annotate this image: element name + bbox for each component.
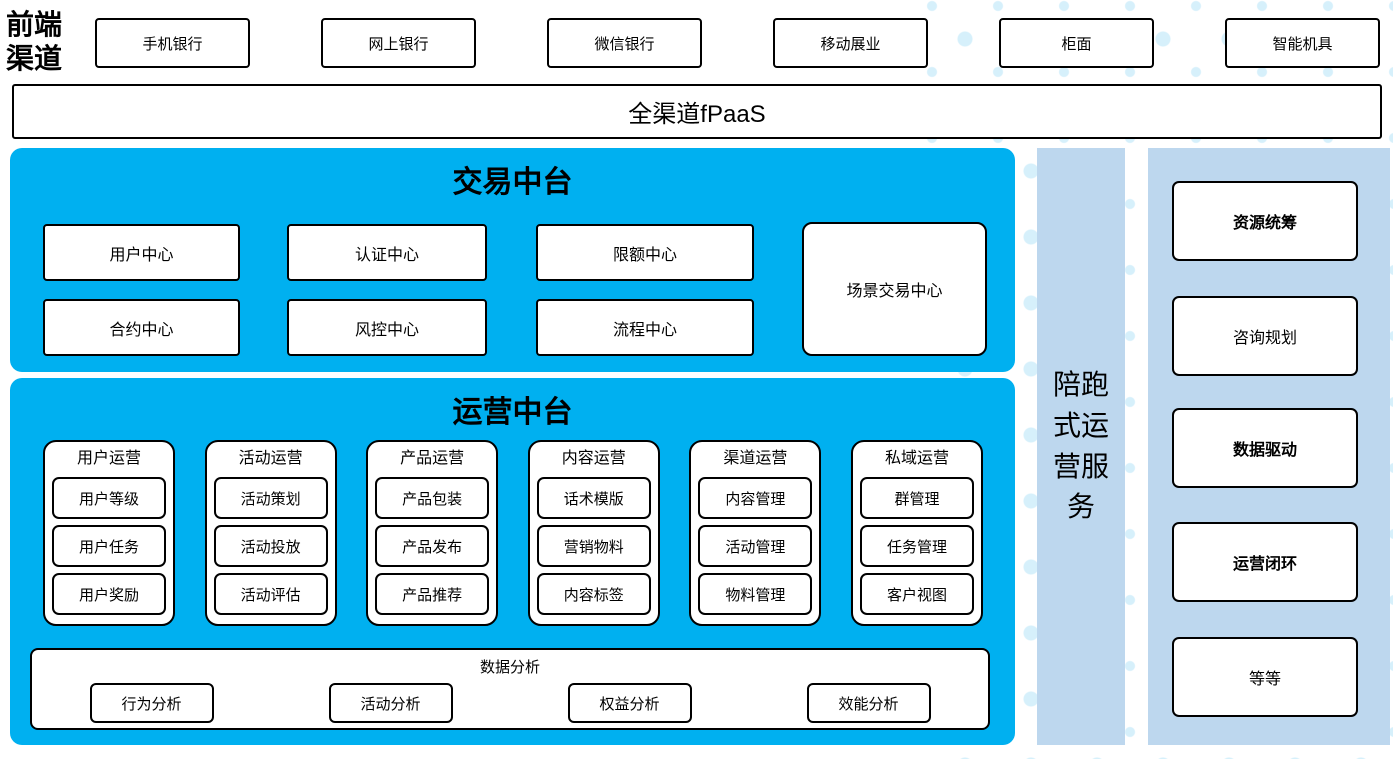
channel-box-online-banking: 网上银行 (321, 18, 476, 68)
analysis-box-behavior: 行为分析 (89, 683, 214, 723)
ops-column-content: 内容运营 话术模版 营销物料 内容标签 (527, 440, 660, 626)
ops-column-title: 产品运营 (400, 450, 465, 467)
ops-item-box: 用户奖励 (52, 573, 166, 615)
ops-item-box: 物料管理 (698, 573, 813, 615)
data-analysis-row: 行为分析 活动分析 权益分析 效能分析 (32, 683, 988, 723)
ops-column-title: 用户运营 (76, 450, 141, 467)
ops-item-box: 活动策划 (213, 477, 328, 519)
ops-item-box: 产品包装 (375, 477, 490, 519)
ops-item-box: 用户等级 (52, 477, 166, 519)
trade-cell-auth-center: 认证中心 (287, 224, 487, 281)
ops-platform-title: 运营中台 (452, 395, 573, 430)
trade-cell-risk-center: 风控中心 (287, 299, 487, 356)
ops-column-channel: 渠道运营 内容管理 活动管理 物料管理 (689, 440, 822, 626)
ops-column-title: 内容运营 (561, 450, 626, 467)
trade-cell-limit-center: 限额中心 (536, 224, 754, 281)
ops-item-box: 群管理 (859, 477, 974, 519)
channel-box-mobile-marketing: 移动展业 (773, 18, 928, 68)
ops-item-box: 产品发布 (375, 525, 490, 567)
ops-column-title: 活动运营 (238, 450, 303, 467)
service-box-ops-closed-loop: 运营闭环 (1172, 522, 1358, 602)
front-channels-row: 手机银行 网上银行 微信银行 移动展业 柜面 智能机具 (95, 18, 1380, 68)
right-service-panel: 资源统筹 咨询规划 数据驱动 运营闭环 等等 (1148, 148, 1390, 745)
channel-box-counter: 柜面 (999, 18, 1154, 68)
analysis-box-benefit: 权益分析 (567, 683, 692, 723)
ops-item-box: 营销物料 (536, 525, 651, 567)
analysis-box-activity: 活动分析 (328, 683, 453, 723)
data-analysis-panel: 数据分析 行为分析 活动分析 权益分析 效能分析 (30, 648, 990, 730)
trade-platform-panel: 交易中台 用户中心 认证中心 限额中心 合约中心 风控中心 流程中心 场景交易中… (10, 148, 1015, 372)
omni-channel-fpaas-bar: 全渠道fPaaS (12, 84, 1382, 139)
analysis-box-efficiency: 效能分析 (806, 683, 931, 723)
ops-item-box: 产品推荐 (375, 573, 490, 615)
front-channels-label: 前端渠道 (6, 8, 63, 75)
channel-box-mobile-banking: 手机银行 (95, 18, 250, 68)
trade-cell-contract-center: 合约中心 (43, 299, 240, 356)
ops-column-title: 渠道运营 (723, 450, 788, 467)
ops-item-box: 活动管理 (698, 525, 813, 567)
accompany-service-label: 陪跑式运营服务 (1052, 369, 1109, 523)
ops-item-box: 客户视图 (859, 573, 974, 615)
ops-column-title: 私域运营 (884, 450, 949, 467)
ops-item-box: 内容管理 (698, 477, 813, 519)
trade-cell-process-center: 流程中心 (536, 299, 754, 356)
ops-column-private-domain: 私域运营 群管理 任务管理 客户视图 (850, 440, 983, 626)
service-box-resource-planning: 资源统筹 (1172, 181, 1358, 261)
trade-cell-user-center: 用户中心 (43, 224, 240, 281)
ops-columns-row: 用户运营 用户等级 用户任务 用户奖励 活动运营 活动策划 活动投放 活动评估 … (43, 440, 983, 626)
channel-box-wechat-banking: 微信银行 (547, 18, 702, 68)
ops-item-box: 话术模版 (536, 477, 651, 519)
ops-item-box: 内容标签 (536, 573, 651, 615)
data-analysis-title: 数据分析 (479, 659, 540, 676)
ops-platform-panel: 运营中台 用户运营 用户等级 用户任务 用户奖励 活动运营 活动策划 活动投放 … (10, 378, 1015, 745)
ops-column-user: 用户运营 用户等级 用户任务 用户奖励 (43, 440, 175, 626)
ops-item-box: 活动投放 (213, 525, 328, 567)
ops-column-product: 产品运营 产品包装 产品发布 产品推荐 (366, 440, 499, 626)
service-box-data-driven: 数据驱动 (1172, 408, 1358, 488)
service-box-etc: 等等 (1172, 637, 1358, 717)
channel-box-smart-devices: 智能机具 (1225, 18, 1380, 68)
service-box-consulting-planning: 咨询规划 (1172, 296, 1358, 376)
ops-item-box: 任务管理 (859, 525, 974, 567)
accompany-service-bar: 陪跑式运营服务 (1037, 148, 1125, 745)
ops-item-box: 活动评估 (213, 573, 328, 615)
scenario-trade-center-box: 场景交易中心 (802, 222, 987, 356)
ops-column-activity: 活动运营 活动策划 活动投放 活动评估 (204, 440, 337, 626)
trade-platform-title: 交易中台 (452, 165, 573, 200)
ops-item-box: 用户任务 (52, 525, 166, 567)
